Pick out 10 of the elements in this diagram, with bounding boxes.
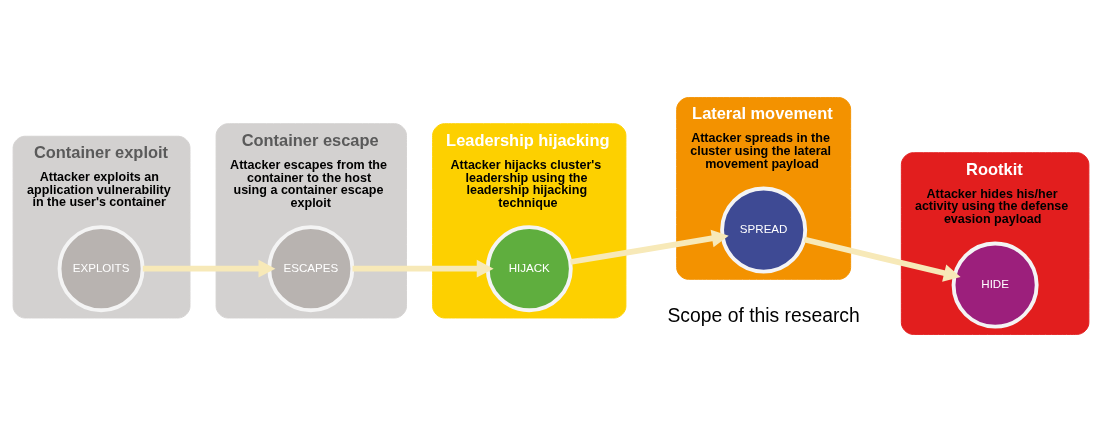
arrow — [569, 229, 729, 265]
arrow — [803, 236, 961, 282]
node-circle: HIDE — [951, 241, 1039, 329]
node-circle: SPREAD — [720, 186, 808, 273]
node-circle: HIJACK — [485, 224, 573, 312]
label: Scope of this research — [667, 304, 860, 326]
node-circle: ESCAPES — [267, 224, 355, 312]
node-circle: EXPLOITS — [57, 224, 145, 312]
arrow — [352, 259, 494, 278]
arrow — [142, 259, 276, 278]
